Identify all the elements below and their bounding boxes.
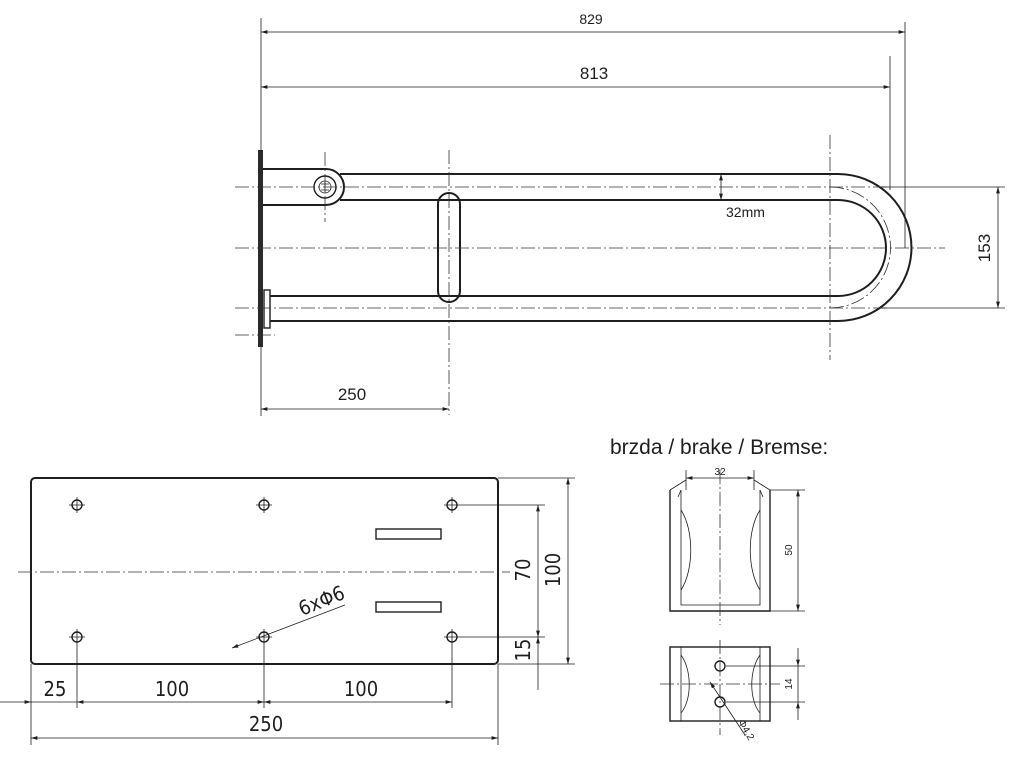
mounting-holes [69,497,460,645]
mounting-slot-top [375,528,442,540]
dim-label-100a: 100 [155,677,189,701]
brake-detail: brzda / brake / Bremse: 32 50 14 [610,436,828,743]
wall-plate-outline [30,477,499,665]
brake-spring-right [749,509,761,591]
grab-bar-view: 829 813 32mm 153 250 [235,11,1005,416]
dim-label-15: 15 [511,639,535,662]
brake-title: brzda / brake / Bremse: [610,436,828,459]
brake-bottom-spring-left [680,654,690,714]
tube-centerline-arc [829,186,891,309]
dim-label-brake-50: 50 [784,544,795,556]
dim-label-153: 153 [975,234,994,262]
dim-label-829: 829 [579,11,603,27]
holes-label: 6xΦ6 [295,581,348,621]
upper-tube [340,173,913,322]
dim-label-250-top: 250 [338,385,366,404]
brake-hole-leader [709,681,746,736]
dim-label-brake-14: 14 [784,678,795,690]
dim-label-100: 100 [541,553,565,587]
brake-bottom-spring-right [751,654,761,714]
dim-label-70: 70 [511,559,535,582]
dim-label-brake-32: 32 [714,467,726,478]
brake-lip-right [753,479,771,498]
upper-tube-inner [340,199,887,297]
holes-leader [231,604,346,649]
brake-lip-left [669,479,687,498]
slider-handle [437,192,461,303]
hole-crosshairs [69,497,460,645]
wall-plate-side [258,150,263,347]
dim-label-25: 25 [44,677,67,701]
brake-channel-inner [680,490,761,606]
dim-label-brake-hole: Φ4,2 [735,718,756,743]
dim-label-250: 250 [249,712,283,736]
hinge-block [263,168,345,206]
lower-fixing-foot [263,289,271,329]
brake-spring-left [680,509,692,591]
wall-plate-view: 6xΦ6 25 100 100 250 70 100 15 [0,477,575,745]
mounting-slot-bottom [375,601,442,613]
dim-label-813: 813 [580,64,608,83]
dim-label-32mm: 32mm [726,204,765,220]
dim-label-100b: 100 [344,677,378,701]
